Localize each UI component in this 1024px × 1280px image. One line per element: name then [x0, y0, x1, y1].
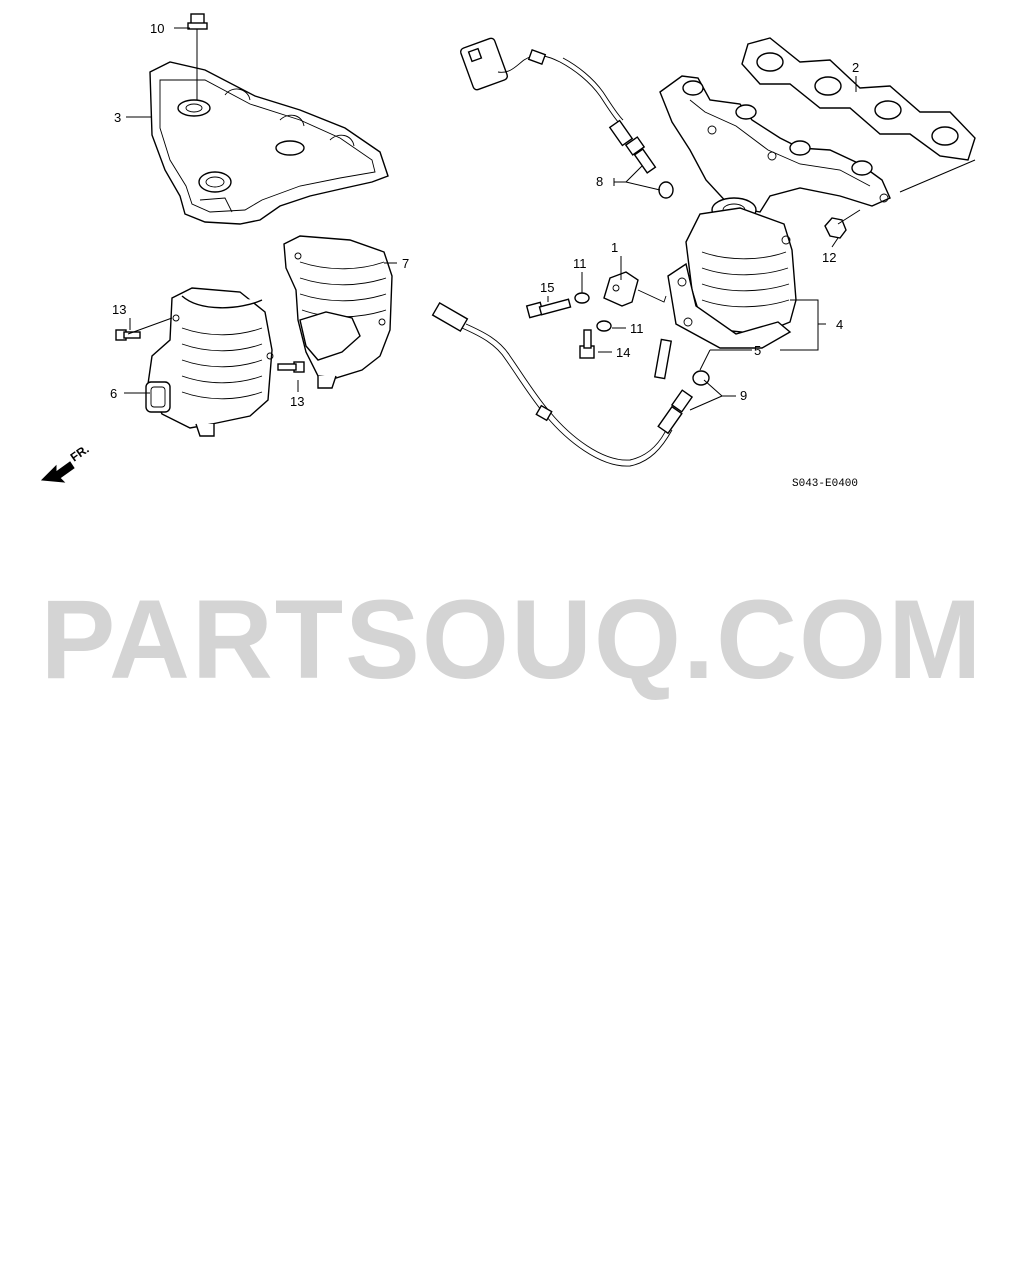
washer-11-upper	[574, 292, 590, 304]
manifold-gasket	[741, 37, 976, 161]
drawing-reference: S043-E0400	[792, 478, 858, 490]
callout-11-upper: 11	[573, 256, 587, 271]
bracket-1	[603, 271, 667, 307]
callout-4: 4	[836, 317, 843, 332]
flange-nut-12	[824, 209, 861, 239]
callout-5: 5	[754, 343, 761, 358]
callout-8: 8	[596, 174, 603, 189]
leader-lines	[124, 27, 976, 411]
bolt-10	[187, 13, 208, 100]
upper-heat-shield	[149, 61, 389, 225]
callout-2: 2	[852, 60, 859, 75]
watermark: PARTSOUQ.COM	[40, 577, 984, 702]
callout-10: 10	[150, 21, 164, 36]
callout-1: 1	[611, 240, 618, 255]
callout-14: 14	[616, 345, 630, 360]
washer-11-lower	[596, 320, 612, 332]
flange-bolt-14	[579, 329, 595, 359]
callout-3: 3	[114, 110, 121, 125]
oxygen-sensor-lower	[431, 301, 710, 467]
callout-12: 12	[822, 250, 836, 265]
front-direction-arrow: FR.	[40, 442, 92, 483]
bolt-13-left	[115, 329, 141, 341]
callout-11-lower: 11	[630, 321, 644, 336]
callout-15: 15	[540, 280, 554, 295]
callout-13-left: 13	[112, 302, 126, 317]
front-label: FR.	[68, 442, 92, 465]
oxygen-sensor-upper	[459, 37, 674, 199]
callout-7: 7	[402, 256, 409, 271]
callout-6: 6	[110, 386, 117, 401]
callout-9: 9	[740, 388, 747, 403]
bolt-13-right	[277, 361, 305, 373]
exhaust-manifold-diagram: FR. 10 3 2 8 1 12 7 11 15 4 11 13 5 14 6…	[40, 13, 976, 490]
stud-bolt-5	[653, 338, 673, 380]
lower-heat-shield-rear	[283, 235, 393, 389]
callout-numbers: 10 3 2 8 1 12 7 11 15 4 11 13 5 14 6 9 1…	[110, 21, 859, 409]
callout-13-right: 13	[290, 394, 304, 409]
flange-bolt-15	[525, 298, 572, 319]
lower-heat-shield-front	[145, 287, 274, 437]
exhaust-manifold-catalytic-converter	[659, 75, 891, 349]
